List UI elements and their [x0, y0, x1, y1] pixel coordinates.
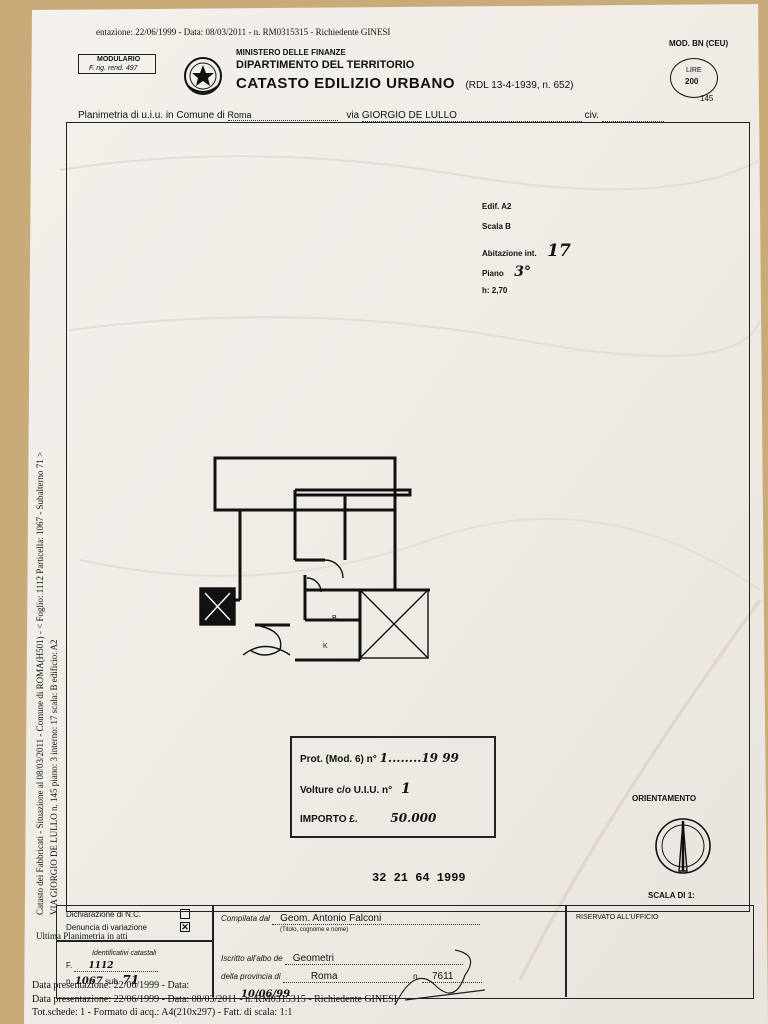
- declaration-nc-checkbox: [180, 909, 190, 919]
- floor-label: Piano 3°: [482, 264, 531, 280]
- print-line-2: Data presentazione: 22/06/1999 - Data: 0…: [32, 994, 398, 1005]
- height-label: h: 2,70: [482, 286, 508, 295]
- foglio-field: F. 1112: [66, 962, 159, 972]
- print-line-1: Data presentazione: 22/06/1999 - Data:: [32, 980, 190, 991]
- handwritten-stamp-fragment: 32 21 64 1999: [372, 871, 466, 885]
- province-field: della provincia di Roma n. 7611: [221, 972, 482, 983]
- register-field: Iscritto all'albo de Geometri: [221, 954, 463, 965]
- stamp-duty-circle: LIRE 200: [670, 58, 718, 98]
- scale-label: SCALA DI 1:: [648, 891, 695, 900]
- plan-frame: [66, 122, 750, 912]
- form-model-code: MOD. BN (CEU): [669, 39, 729, 48]
- modulario-box: MODULARIO F. rig. rend. 497: [78, 54, 156, 74]
- date-field: 10/06/99: [241, 989, 291, 1000]
- dwelling-interior: Abitazione int. 17: [482, 241, 571, 261]
- footer-hrule: [56, 940, 212, 942]
- civic-number: 145: [700, 94, 714, 103]
- planimetria-line: Planimetria di u.i.u. in Comune di Roma …: [78, 111, 664, 122]
- cadastral-identifiers-label: Identificativi catastali: [92, 950, 157, 957]
- reserved-office-label: RISERVATO ALL'UFFICIO: [576, 914, 659, 921]
- building-label: Edif. A2: [482, 202, 512, 211]
- north-arrow-icon: [655, 818, 711, 874]
- vertical-margin-text-2: VIA GIORGIO DE LULLO n. 145 piano: 3 int…: [49, 639, 59, 915]
- department-label: DIPARTIMENTO DEL TERRITORIO: [236, 59, 415, 71]
- compiled-by-field: Compilata dal Geom. Antonio Falconi: [221, 914, 481, 925]
- room-label-k: K: [323, 643, 328, 650]
- republic-emblem-icon: [184, 57, 222, 95]
- stair-label: Scala B: [482, 222, 511, 231]
- variation-report-checkbox: ✕: [180, 922, 190, 932]
- declaration-nc-label: Dichiarazione di N.C.: [66, 910, 142, 919]
- orientation-label: ORIENTAMENTO: [632, 794, 697, 803]
- particella-field: n. 1067 sub. 71: [66, 973, 140, 987]
- print-line-3: Tot.schede: 1 - Formato di acq.: A4(210x…: [32, 1007, 293, 1018]
- protocol-stamp: Prot. (Mod. 6) n° 1........19 99 Volture…: [290, 736, 496, 838]
- ministry-label: MINISTERO DELLE FINANZE: [236, 48, 346, 57]
- vertical-margin-text-1: Catasto dei Fabbricati - Situazione al 0…: [35, 451, 45, 915]
- catasto-title: CATASTO EDILIZIO URBANO (RDL 13-4-1939, …: [236, 75, 574, 92]
- footer-divider-2: [565, 905, 567, 997]
- room-label-b: B: [332, 615, 337, 622]
- header-presentation-line: entazione: 22/06/1999 - Data: 08/03/2011…: [96, 27, 391, 37]
- footer-divider-1: [212, 905, 214, 997]
- last-plan-text: Ultima Planimetria in atti: [36, 931, 128, 941]
- footer-table: [56, 905, 754, 999]
- signature-icon: [394, 949, 486, 1006]
- compiler-caption: (Titolo, cognome e nome): [280, 927, 349, 933]
- variation-report-label: Denuncia di variazione: [66, 923, 147, 932]
- floor-plan-drawing: B K: [199, 456, 430, 662]
